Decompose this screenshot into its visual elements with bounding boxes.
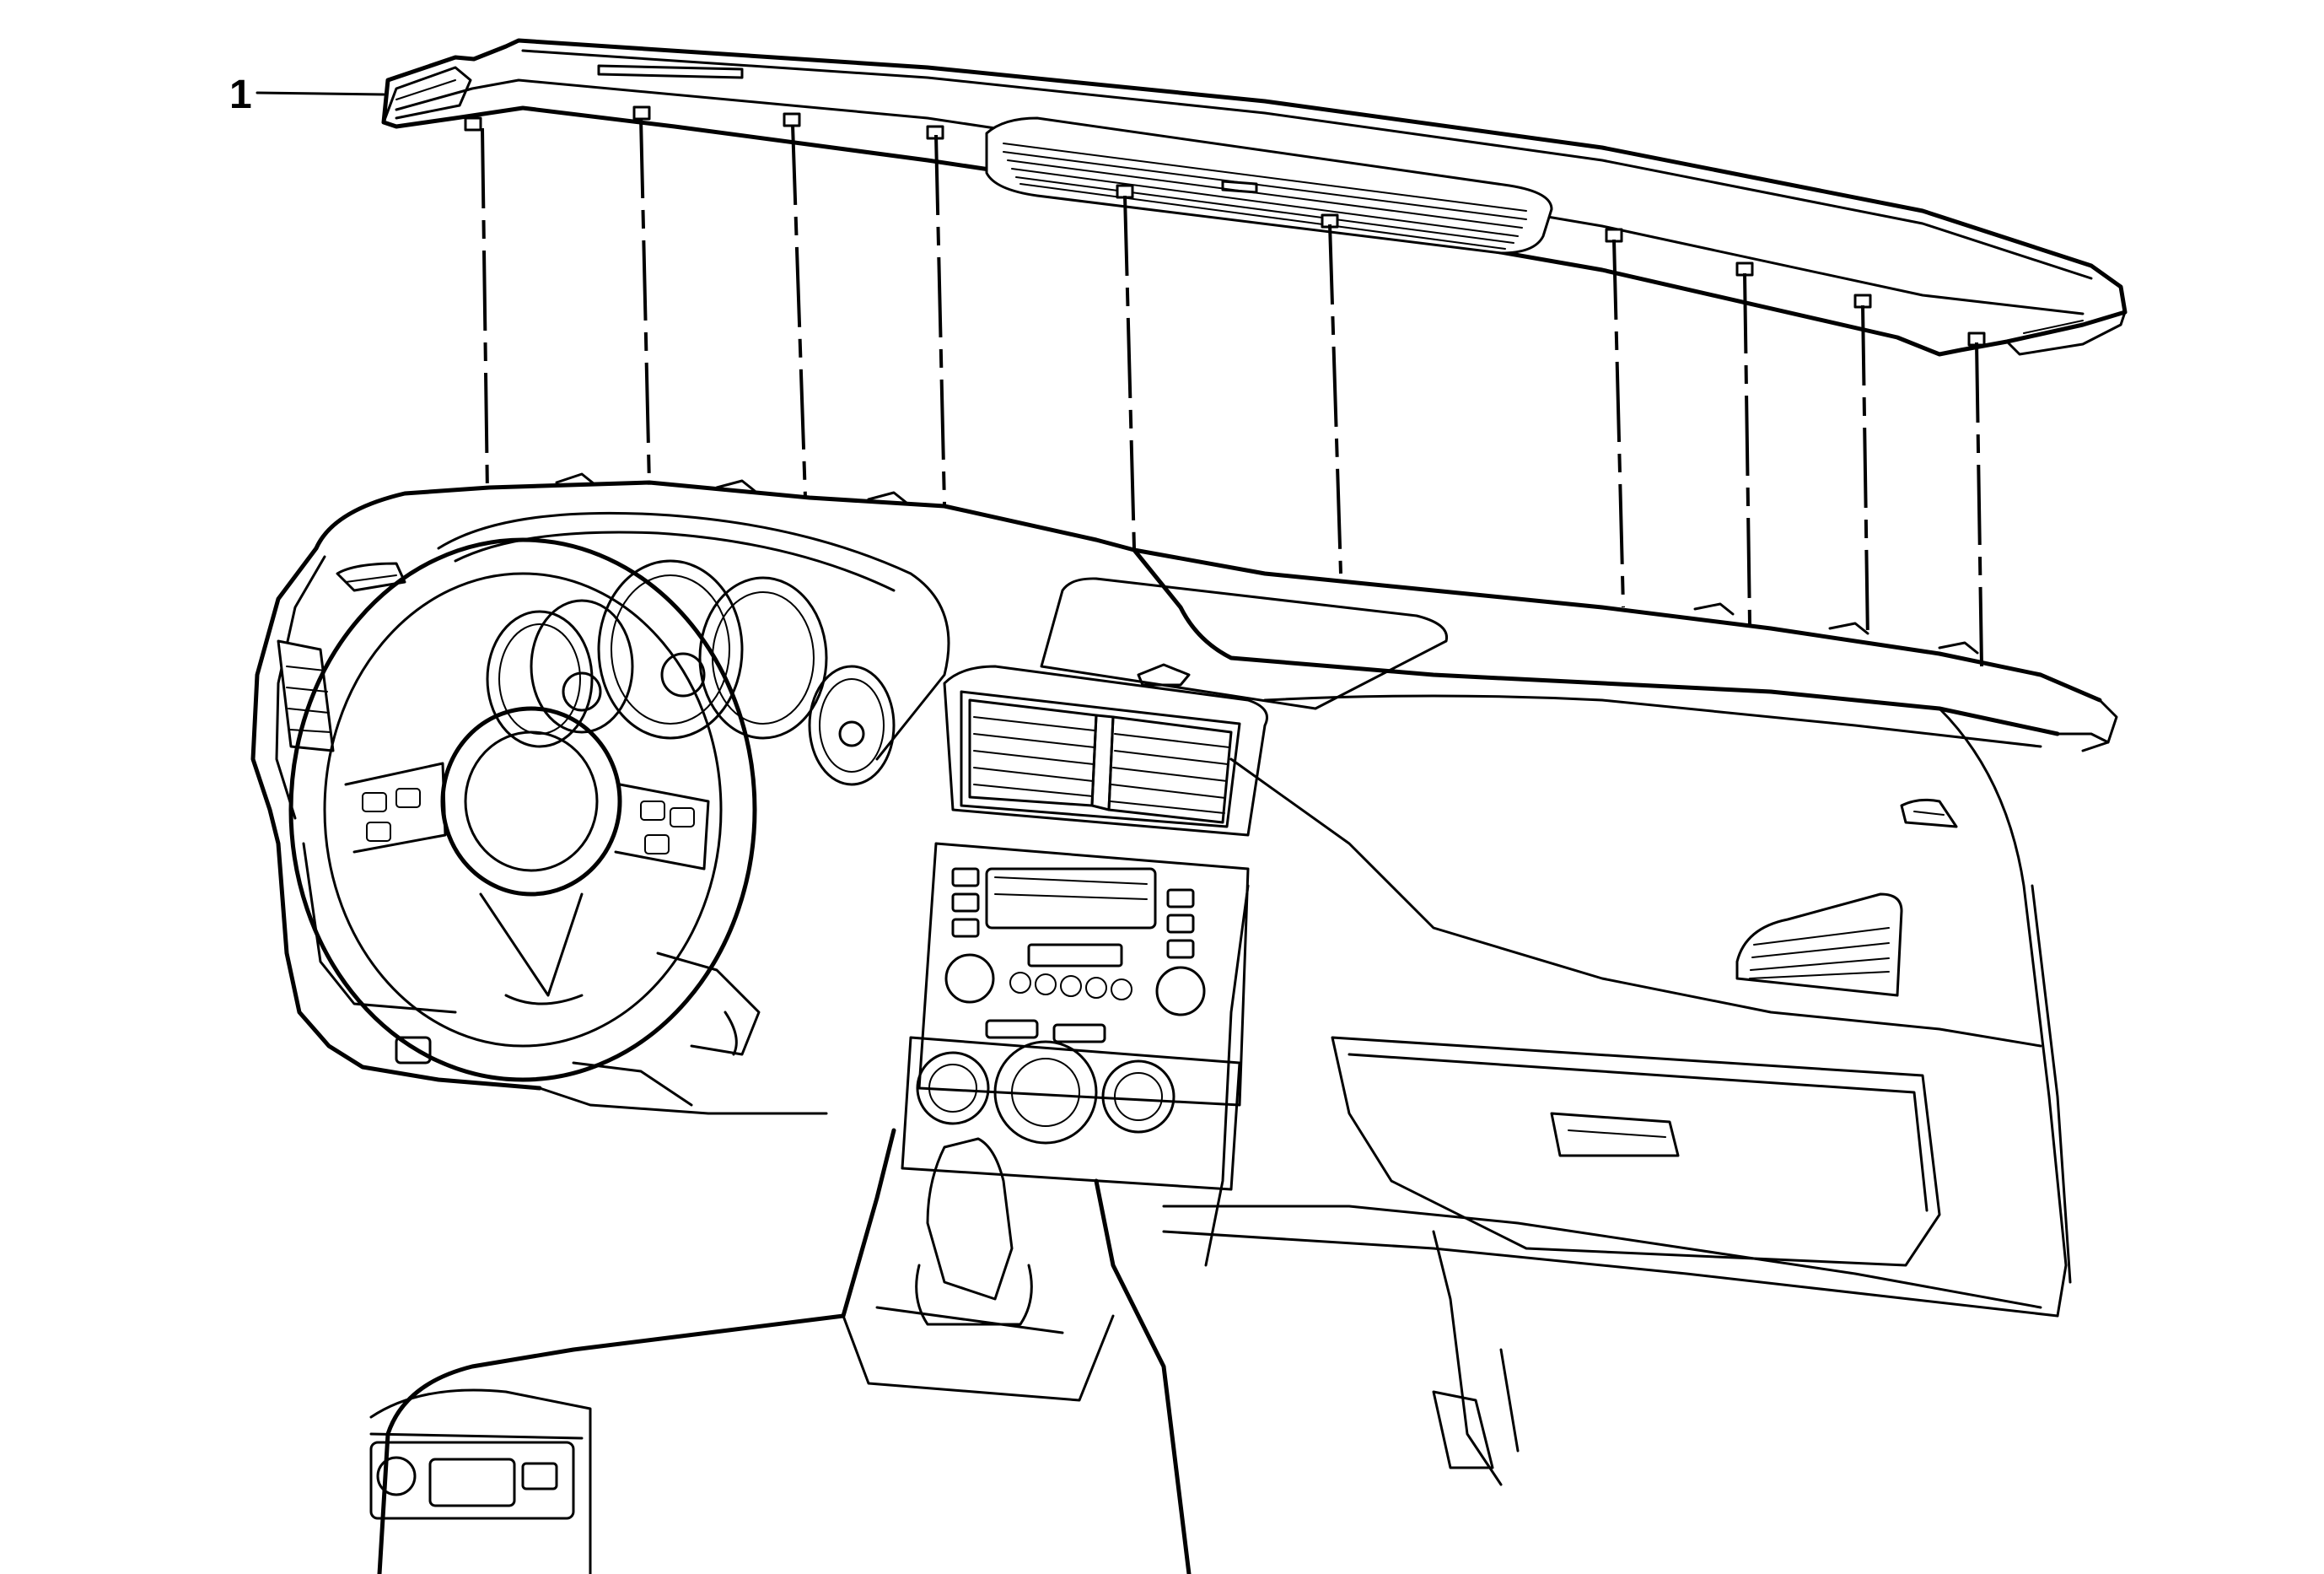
callout-1: 1	[229, 73, 385, 117]
callout-label: 1	[229, 73, 252, 117]
instrument-panel	[250, 472, 2118, 1574]
alignment-lines	[481, 117, 1983, 667]
